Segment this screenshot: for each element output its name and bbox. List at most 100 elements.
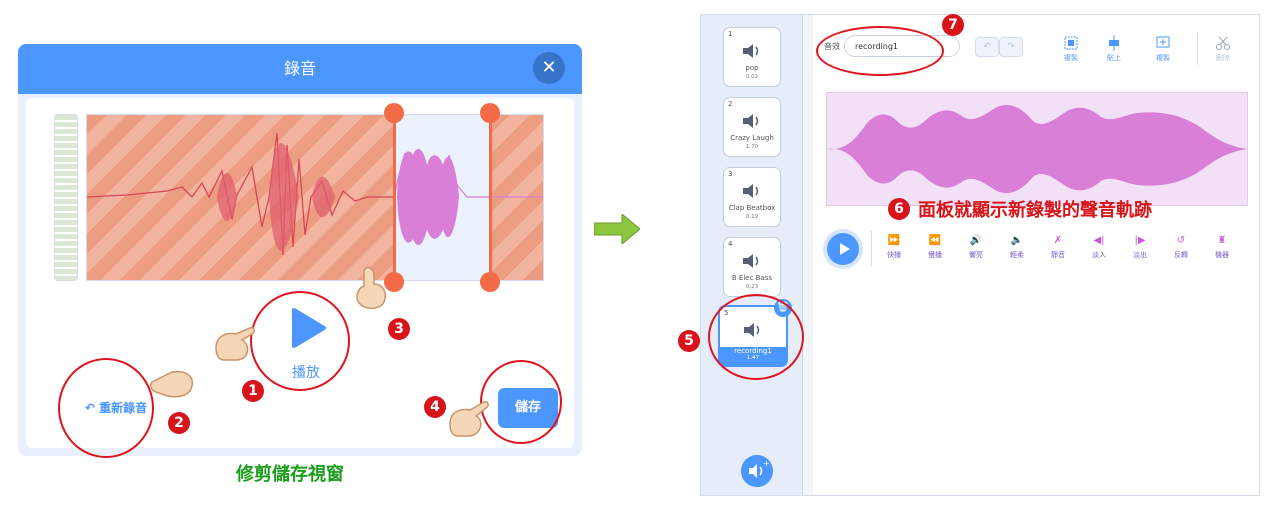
speaker-icon bbox=[743, 254, 759, 268]
effect-louder[interactable]: 🔊 響亮 bbox=[958, 235, 994, 260]
highlight-ring-play bbox=[250, 291, 350, 391]
trim-handle-right-bottom[interactable] bbox=[480, 272, 500, 292]
sound-duration: 0.19 bbox=[745, 214, 759, 220]
effect-label: 快播 bbox=[887, 251, 901, 259]
pointing-hand-icon bbox=[449, 400, 489, 437]
redo-button[interactable]: ↷ bbox=[999, 37, 1023, 57]
fade-in-icon: ◀| bbox=[1093, 235, 1105, 246]
mute-icon: ✗ bbox=[1053, 235, 1063, 246]
trim-handle-left[interactable] bbox=[393, 115, 396, 280]
effect-fade-out[interactable]: |▶ 淡出 bbox=[1122, 235, 1158, 260]
right-arrow-icon bbox=[594, 214, 640, 244]
recording-waveform bbox=[87, 132, 543, 256]
add-sound-button[interactable]: + bbox=[741, 455, 773, 487]
trim-handle-right[interactable] bbox=[489, 115, 492, 280]
volume-level-meter bbox=[54, 114, 78, 281]
effect-label: 機器 bbox=[1215, 251, 1229, 259]
highlight-ring-rerecord bbox=[58, 358, 154, 458]
trim-handle-right-top[interactable] bbox=[480, 103, 500, 123]
sound-index: 1 bbox=[728, 30, 733, 38]
play-sound-button[interactable] bbox=[827, 233, 859, 265]
effects-divider bbox=[871, 231, 872, 267]
close-icon[interactable]: ✕ bbox=[533, 52, 565, 84]
effect-label: 慢播 bbox=[928, 251, 942, 259]
step-marker-6: 6 bbox=[888, 198, 910, 220]
softer-icon: 🔈 bbox=[1010, 235, 1024, 246]
dialog-title: 錄音 bbox=[283, 59, 316, 78]
paste-label: 貼上 bbox=[1107, 54, 1121, 62]
sound-editor: 1 pop 0.02 2 Crazy Laugh 1.70 3 Clap Bea… bbox=[700, 14, 1260, 496]
copy-new-tool[interactable]: 複製 bbox=[1143, 35, 1183, 63]
speaker-icon bbox=[743, 44, 759, 58]
fade-out-icon: |▶ bbox=[1134, 235, 1146, 246]
effect-robot[interactable]: ♜ 機器 bbox=[1204, 235, 1240, 260]
dialog-caption: 修剪儲存視窗 bbox=[236, 464, 344, 485]
louder-icon: 🔊 bbox=[969, 235, 983, 246]
sound-tile[interactable]: 4 B Elec Bass 0.23 bbox=[723, 237, 781, 297]
highlight-ring-new-sound bbox=[708, 294, 804, 380]
sound-duration: 1.70 bbox=[745, 144, 759, 150]
slower-icon: ⏪ bbox=[928, 235, 942, 246]
sound-list: 1 pop 0.02 2 Crazy Laugh 1.70 3 Clap Bea… bbox=[701, 15, 803, 495]
step-marker-3: 3 bbox=[388, 318, 410, 340]
delete-label: 刪除 bbox=[1216, 54, 1230, 62]
paste-icon bbox=[1109, 35, 1119, 51]
paste-tool[interactable]: 貼上 bbox=[1094, 35, 1134, 63]
step-marker-2: 2 bbox=[168, 412, 190, 434]
effect-label: 淡入 bbox=[1092, 251, 1106, 259]
svg-text:+: + bbox=[763, 459, 770, 468]
reverse-icon: ↺ bbox=[1176, 235, 1186, 246]
speaker-icon bbox=[743, 114, 759, 128]
effect-fade-in[interactable]: ◀| 淡入 bbox=[1081, 235, 1117, 260]
pointing-hand-icon bbox=[150, 370, 194, 398]
effect-label: 反轉 bbox=[1174, 251, 1188, 259]
effect-label: 淡出 bbox=[1133, 251, 1147, 259]
sound-tile[interactable]: 3 Clap Beatbox 0.19 bbox=[723, 167, 781, 227]
copy-icon bbox=[1064, 36, 1078, 50]
sound-index: 3 bbox=[728, 170, 733, 178]
robot-icon: ♜ bbox=[1217, 235, 1227, 246]
step-marker-7: 7 bbox=[942, 14, 964, 36]
waveform-display[interactable] bbox=[826, 92, 1248, 206]
record-dialog: 錄音 ✕ 播放 ↶ 重新錄音 儲存 bbox=[18, 44, 582, 456]
sound-duration: 0.23 bbox=[745, 284, 759, 290]
sound-tile[interactable]: 1 pop 0.02 bbox=[723, 27, 781, 87]
effect-label: 輕柔 bbox=[1010, 251, 1024, 259]
play-icon bbox=[840, 243, 850, 255]
waveform-trim-area[interactable] bbox=[86, 103, 544, 292]
pointing-hand-icon bbox=[356, 266, 386, 309]
copy-tool[interactable]: 複製 bbox=[1051, 35, 1091, 63]
toolbar-divider bbox=[1197, 33, 1198, 65]
effect-slower[interactable]: ⏪ 慢播 bbox=[917, 235, 953, 260]
sound-waveform bbox=[827, 104, 1247, 194]
sound-tile[interactable]: 2 Crazy Laugh 1.70 bbox=[723, 97, 781, 157]
effect-label: 響亮 bbox=[969, 251, 983, 259]
speaker-icon bbox=[743, 184, 759, 198]
step-marker-4: 4 bbox=[424, 396, 446, 418]
effect-reverse[interactable]: ↺ 反轉 bbox=[1163, 235, 1199, 260]
sound-name: Crazy Laugh bbox=[730, 134, 774, 142]
trim-handle-left-top[interactable] bbox=[384, 103, 404, 123]
effect-faster[interactable]: ⏩ 快播 bbox=[876, 235, 912, 260]
step-marker-5: 5 bbox=[678, 330, 700, 352]
trim-handle-left-bottom[interactable] bbox=[384, 272, 404, 292]
undo-button[interactable]: ↶ bbox=[975, 37, 999, 57]
sound-name: Clap Beatbox bbox=[728, 204, 776, 212]
faster-icon: ⏩ bbox=[887, 235, 901, 246]
highlight-ring-name bbox=[816, 26, 944, 76]
sound-duration: 0.02 bbox=[745, 74, 759, 80]
editor-caption: 面板就顯示新錄製的聲音軌跡 bbox=[918, 200, 1152, 221]
copy-label: 複製 bbox=[1064, 54, 1078, 62]
sound-name: pop bbox=[745, 64, 759, 72]
copy-to-new-icon bbox=[1156, 36, 1170, 48]
effect-mute[interactable]: ✗靜音 bbox=[1040, 235, 1076, 260]
sound-name: B Elec Bass bbox=[731, 274, 773, 282]
delete-tool[interactable]: 刪除 bbox=[1203, 35, 1243, 63]
scrollbar[interactable] bbox=[803, 15, 813, 495]
step-marker-1: 1 bbox=[242, 380, 264, 402]
dialog-header bbox=[18, 44, 582, 94]
highlight-ring-save bbox=[480, 360, 562, 444]
effect-softer[interactable]: 🔈 輕柔 bbox=[999, 235, 1035, 260]
scissors-icon bbox=[1216, 36, 1230, 50]
sound-index: 4 bbox=[728, 240, 733, 248]
